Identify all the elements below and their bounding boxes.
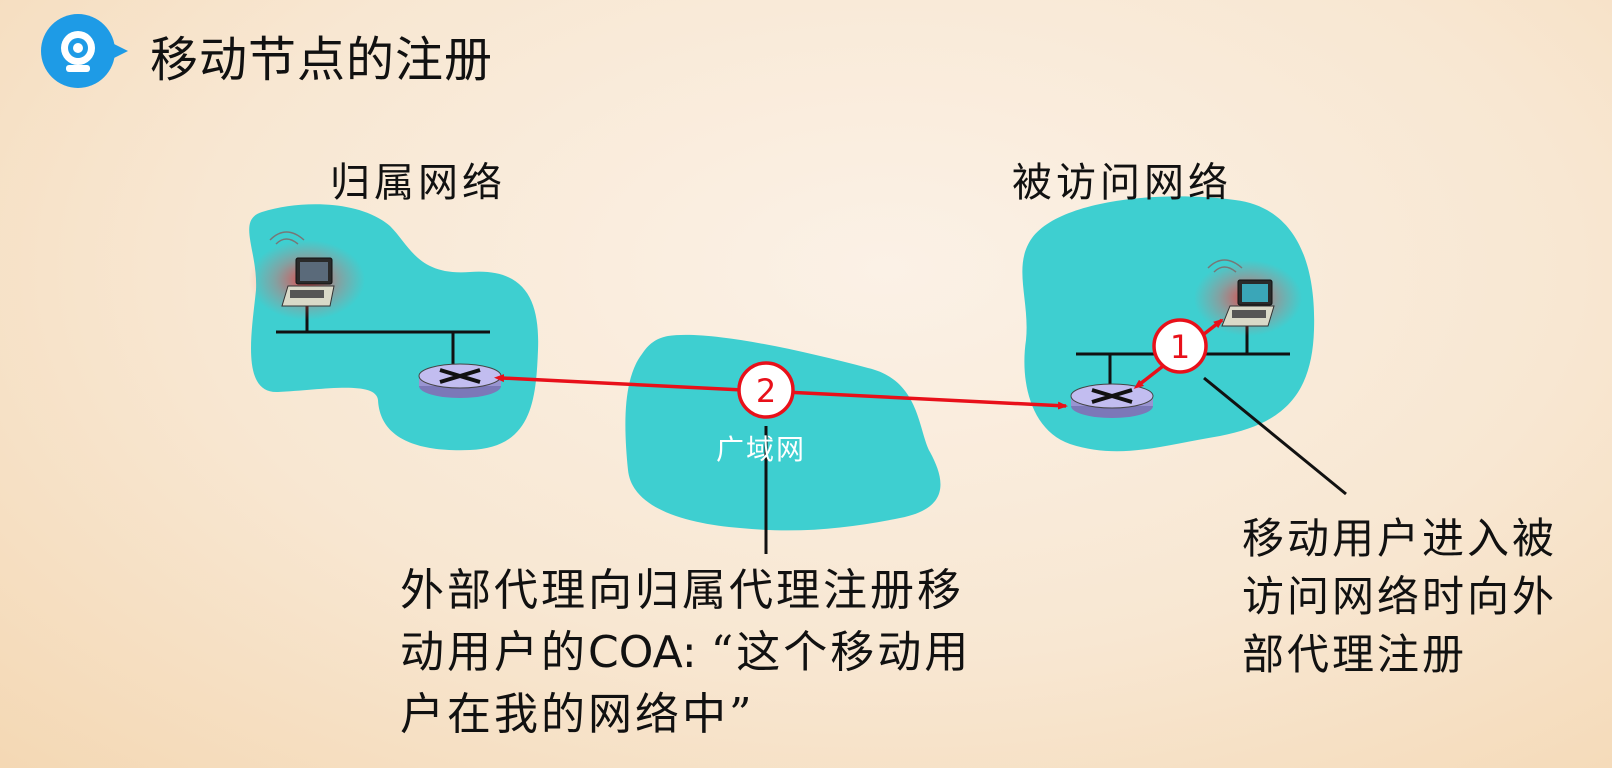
caption-text: “这个移动用 (710, 627, 972, 678)
coa-text: COA: (588, 627, 711, 678)
step2-badge: 2 (737, 361, 795, 419)
home-network-label: 归属网络 (330, 160, 506, 206)
caption-line: 户在我的网络中” (400, 689, 755, 740)
caption-text: 动用户的 (400, 627, 588, 678)
visited-network-label: 被访问网络 (1012, 160, 1232, 206)
caption-line: 部代理注册 (1242, 630, 1468, 679)
mobile-user-caption: 移动用户进入被 访问网络时向外 部代理注册 (1242, 510, 1612, 684)
step1-badge: 1 (1152, 318, 1208, 374)
visited-laptop-icon (1207, 259, 1275, 327)
caption-line: 移动用户进入被 (1242, 514, 1558, 563)
wan-label: 广域网 (716, 433, 807, 466)
home-laptop-icon (269, 231, 335, 307)
page-title: 移动节点的注册 (150, 32, 494, 88)
caption-line: 外部代理向归属代理注册移 (400, 565, 964, 616)
step1-number: 1 (1170, 328, 1190, 366)
home-router-icon (418, 363, 502, 398)
step2-number: 2 (756, 372, 776, 410)
caption-line: 动用户的COA: “这个移动用 (400, 622, 1100, 684)
visited-router-icon (1070, 383, 1154, 418)
caption-line: 访问网络时向外 (1242, 572, 1558, 621)
webcam-icon (41, 14, 128, 88)
foreign-agent-caption: 外部代理向归属代理注册移 动用户的COA: “这个移动用 户在我的网络中” (400, 560, 1100, 746)
